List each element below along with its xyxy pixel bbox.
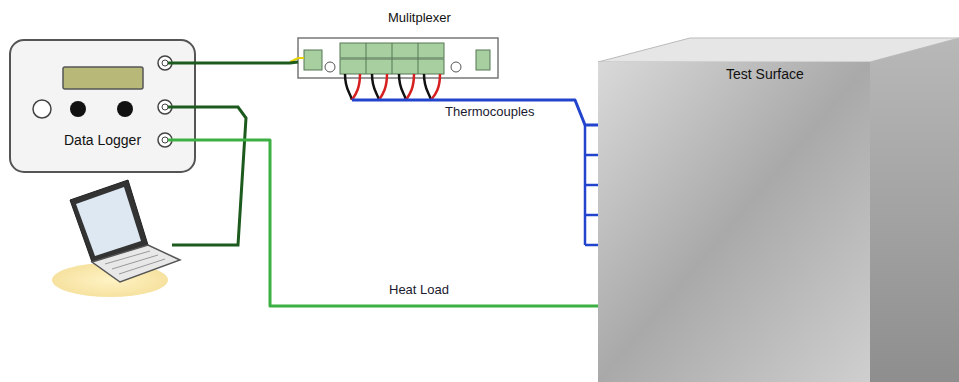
multiplexer: Mulitplexer — [298, 6, 498, 100]
test-surface-cube — [598, 38, 959, 382]
node-label: Test Surface — [726, 66, 804, 82]
multiplexer-board — [298, 38, 498, 78]
data-logger-housing — [10, 40, 195, 172]
laptop-wire — [168, 107, 246, 245]
connector-wire — [195, 62, 298, 63]
connector-wire — [352, 100, 598, 125]
test-surface: Test Surface — [598, 38, 959, 382]
node-label: Mulitplexer — [388, 10, 451, 25]
edge-label: Thermocouples — [442, 104, 538, 119]
connector-wire — [195, 140, 598, 306]
node-label: Data Logger — [64, 132, 141, 148]
thermocouple-probes — [585, 125, 598, 245]
laptop-icon — [52, 180, 180, 297]
edge-label: Heat Load — [386, 282, 452, 297]
thermocouple-leads — [345, 74, 440, 100]
port-wire — [168, 62, 195, 65]
port-wire — [168, 139, 195, 142]
data-logger: Data Logger — [10, 40, 195, 172]
